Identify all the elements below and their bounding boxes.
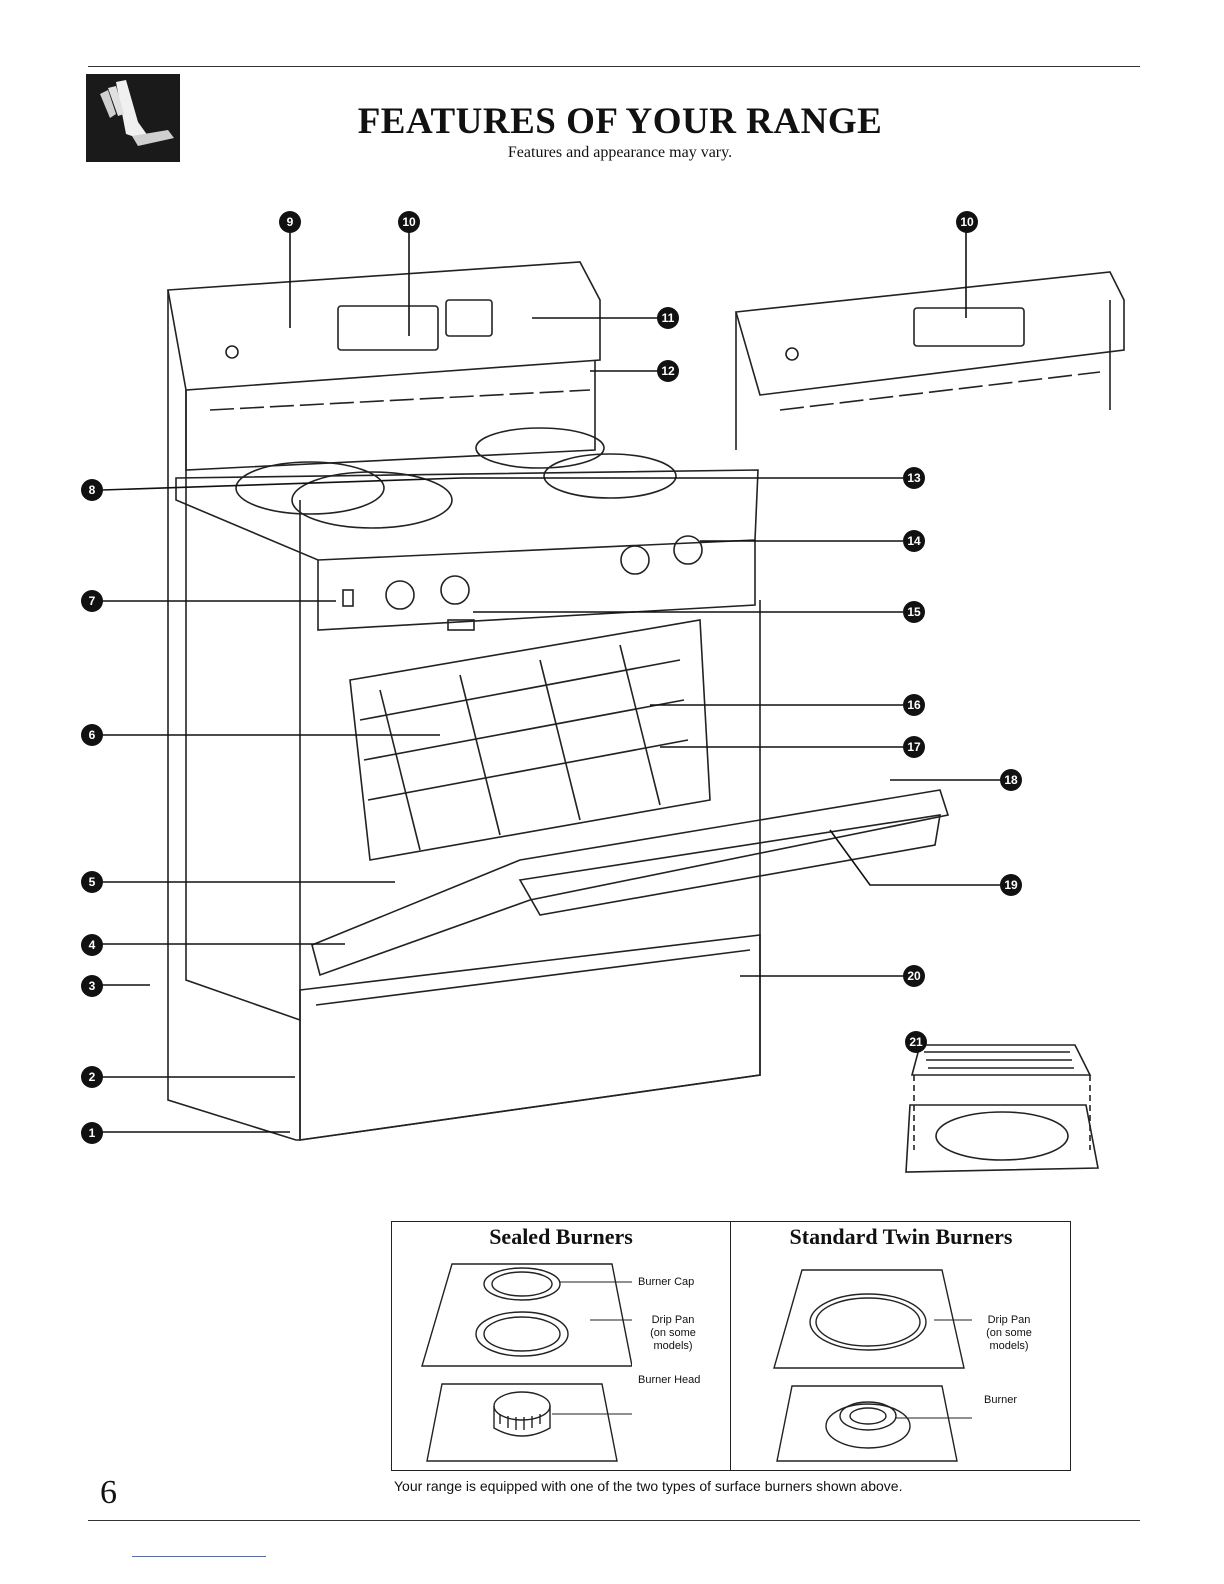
- callout-20: 20: [903, 965, 925, 987]
- burner-label: Burner: [984, 1394, 1018, 1406]
- callout-3: 3: [81, 975, 103, 997]
- sealed-drip-pan-note-2: models): [653, 1340, 693, 1352]
- sealed-drip-pan-note-1: (on some: [650, 1327, 696, 1339]
- burner-caption: Your range is equipped with one of the t…: [394, 1478, 903, 1494]
- standard-twin-burners-panel: Standard Twin Burners Drip Pan (on some …: [732, 1222, 1070, 1470]
- page-subtitle: Features and appearance may vary.: [507, 144, 733, 161]
- callout-7: 7: [81, 590, 103, 612]
- callout-12: 12: [657, 360, 679, 382]
- callout-21: 21: [905, 1031, 927, 1053]
- standard-drip-pan-note-2: models): [989, 1340, 1029, 1352]
- range-illustration: [101, 232, 1125, 1173]
- callout-4: 4: [81, 934, 103, 956]
- sealed-burners-panel: Sealed Burners Burner Cap Drip Pan (on s…: [392, 1222, 731, 1470]
- standard-burner-illustration: [773, 1269, 972, 1462]
- standard-drip-pan-label: Drip Pan (on some models): [976, 1314, 1042, 1353]
- standard-drip-pan-note-1: (on some: [986, 1327, 1032, 1339]
- standard-drip-pan-text: Drip Pan: [987, 1314, 1031, 1326]
- callout-8: 8: [81, 479, 103, 501]
- callout-18: 18: [1000, 769, 1022, 791]
- burner-cap-label: Burner Cap: [638, 1276, 695, 1288]
- callout-19: 19: [1000, 874, 1022, 896]
- callout-1: 1: [81, 1122, 103, 1144]
- top-rule: [88, 66, 1140, 67]
- page-title: FEATURES OF YOUR RANGE: [357, 101, 883, 142]
- standard-twin-burners-heading: Standard Twin Burners: [789, 1224, 1013, 1249]
- callout-9: 9: [279, 211, 301, 233]
- sealed-drip-pan-label: Drip Pan (on some models): [640, 1314, 706, 1353]
- callout-2: 2: [81, 1066, 103, 1088]
- sealed-burners-heading: Sealed Burners: [489, 1224, 633, 1249]
- bottom-rule: [88, 1520, 1140, 1521]
- callout-16: 16: [903, 694, 925, 716]
- burner-head-label: Burner Head: [638, 1374, 701, 1386]
- callout-10: 10: [398, 211, 420, 233]
- link-underline: [132, 1556, 266, 1557]
- burner-types-table: Sealed Burners Burner Cap Drip Pan (on s…: [391, 1221, 1071, 1471]
- callout-6: 6: [81, 724, 103, 746]
- hand-logo-icon: [86, 74, 180, 162]
- callout-14: 14: [903, 530, 925, 552]
- callout-5: 5: [81, 871, 103, 893]
- callout-13: 13: [903, 467, 925, 489]
- callout-10-alt: 10: [956, 211, 978, 233]
- callout-17: 17: [903, 736, 925, 758]
- callout-11: 11: [657, 307, 679, 329]
- page-number: 6: [100, 1474, 117, 1511]
- sealed-burner-illustration: [421, 1263, 632, 1462]
- sealed-drip-pan-text: Drip Pan: [651, 1314, 695, 1326]
- callout-15: 15: [903, 601, 925, 623]
